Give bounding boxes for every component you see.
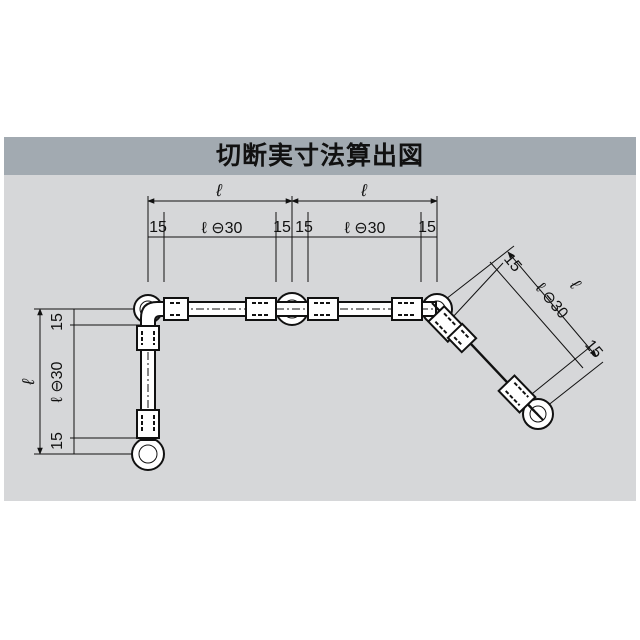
joint-sleeve (163, 297, 189, 321)
pipe-assembly (131, 292, 554, 471)
dim-label-l-minus-30: ℓ ⊖30 (202, 220, 243, 237)
dim-label-15: 15 (581, 337, 606, 362)
dim-label-15: 15 (149, 219, 167, 236)
dim-label-15: 15 (49, 313, 66, 331)
top-dimension-labels: ℓ ℓ 15 ℓ ⊖30 15 15 ℓ ⊖30 15 (149, 181, 436, 237)
joint-sleeve (391, 297, 423, 321)
diagram-title: 切断実寸法算出図 (215, 141, 424, 170)
joint-sleeve (245, 297, 277, 321)
joint-sleeve (307, 297, 339, 321)
diagonal-dimensions (436, 245, 604, 415)
dim-label-15: 15 (295, 219, 313, 236)
dim-label-l: ℓ (19, 379, 38, 386)
end-cap-bottom-left (131, 437, 165, 471)
diagonal-dimension-labels: 15 ℓ ℓ ⊖30 15 (500, 251, 606, 362)
left-dimensions (34, 308, 140, 455)
dim-label-l: ℓ (360, 181, 367, 200)
dim-label-15: 15 (500, 251, 525, 276)
dim-label-l-minus-30: ℓ ⊖30 (49, 361, 66, 402)
dim-label-l: ℓ (215, 181, 222, 200)
joint-sleeve (446, 322, 478, 354)
joint-sleeve (497, 374, 537, 414)
dim-label-15: 15 (273, 219, 291, 236)
dim-label-l: ℓ (566, 275, 585, 293)
dim-label-l-minus-30: ℓ ⊖30 (345, 220, 386, 237)
left-dimension-labels: ℓ 15 ℓ ⊖30 15 (19, 313, 66, 450)
top-dimensions (147, 196, 438, 282)
joint-sleeve (136, 325, 160, 351)
title-bar: 切断実寸法算出図 (4, 137, 636, 175)
dim-label-15: 15 (418, 219, 436, 236)
joint-sleeve (136, 409, 160, 439)
dim-label-15: 15 (49, 432, 66, 450)
